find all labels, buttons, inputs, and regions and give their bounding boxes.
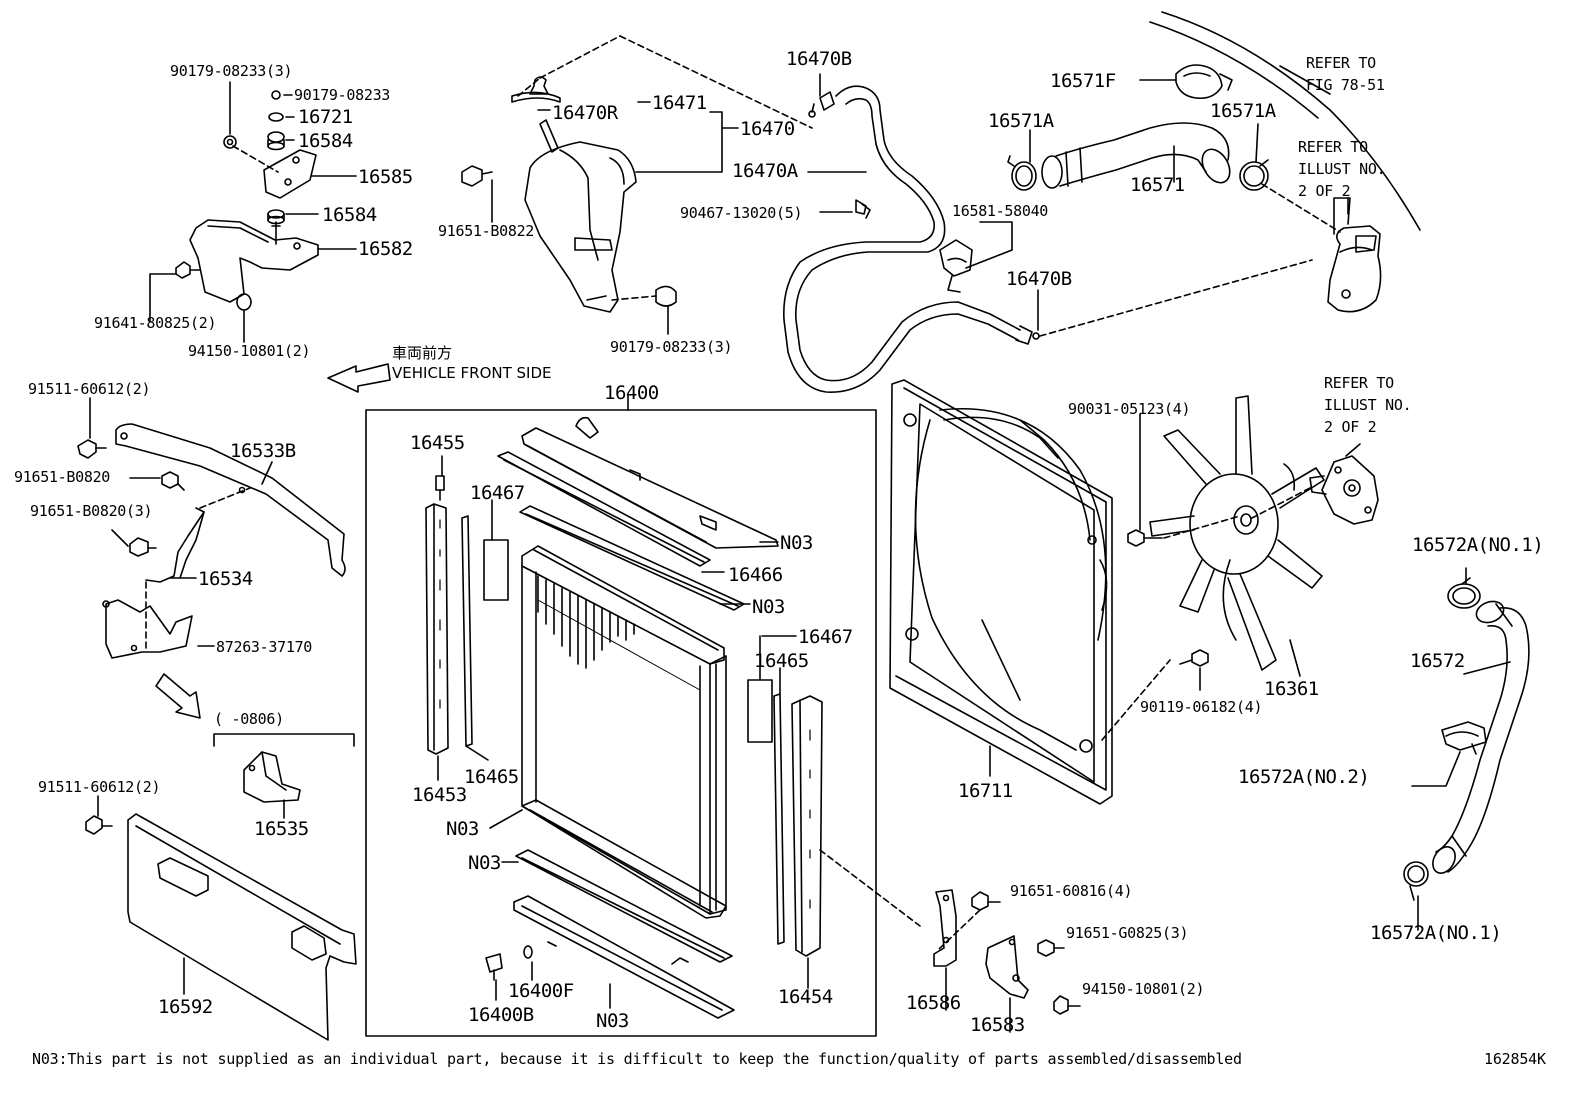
leaders-fan — [1139, 413, 1301, 691]
bracket-16535 — [213, 733, 355, 819]
label-range-0806: ( -0806) — [214, 710, 284, 728]
label-90031-05123: 90031-05123(4) — [1068, 400, 1191, 418]
label-16470B-top: 16470B — [786, 48, 852, 70]
label-16465-left: 16465 — [464, 766, 519, 788]
fan-16361 — [1127, 395, 1379, 671]
label-90179-08233-3-b: 90179-08233(3) — [610, 338, 733, 356]
label-90119-06182: 90119-06182(4) — [1140, 698, 1263, 716]
label-16571: 16571 — [1130, 174, 1185, 196]
front-side-label-en: VEHICLE FRONT SIDE — [392, 364, 552, 382]
lower-hose-16572 — [1403, 577, 1530, 901]
leaders-hose — [807, 73, 1039, 331]
refer-illust-1-line-1: REFER TO — [1298, 138, 1368, 156]
bracket-assembly-16582 — [175, 90, 319, 311]
figure-id: 162854K — [1484, 1050, 1546, 1068]
label-16400B: 16400B — [468, 1004, 534, 1026]
label-90179-08233-3-a: 90179-08233(3) — [170, 62, 293, 80]
label-91651-b0822: 91651-B0822 — [438, 222, 535, 240]
leaders-lower-hose — [1411, 567, 1511, 931]
label-16721: 16721 — [298, 106, 353, 128]
label-90467-13020: 90467-13020(5) — [680, 204, 803, 222]
label-n03-gasket: N03 — [752, 596, 785, 618]
label-16581-58040: 16581-58040 — [952, 202, 1049, 220]
upper-hose-16571 — [1007, 11, 1421, 313]
label-16711: 16711 — [958, 780, 1013, 802]
label-16470: 16470 — [740, 118, 795, 140]
front-side-label-jp: 車両前方 — [392, 344, 453, 362]
label-16584-upper: 16584 — [298, 130, 353, 152]
label-16586: 16586 — [906, 992, 961, 1014]
label-91641-80825: 91641-80825(2) — [94, 314, 217, 332]
radiator-box-16400 — [365, 393, 877, 1037]
label-16582: 16582 — [358, 238, 413, 260]
label-16534: 16534 — [198, 568, 253, 590]
label-n03-lower-tank: N03 — [596, 1010, 629, 1032]
label-87263-37170: 87263-37170 — [216, 638, 313, 656]
label-16572A-no1-top: 16572A(NO.1) — [1412, 534, 1544, 556]
stay-assembly-16533B — [77, 423, 346, 719]
seal-16592 — [85, 813, 357, 1041]
brackets-16586-16583 — [933, 889, 1081, 1015]
label-16471: 16471 — [652, 92, 707, 114]
leaders-top-left — [149, 81, 357, 343]
overflow-hose-16470A — [783, 85, 1313, 393]
label-16470A: 16470A — [732, 160, 798, 182]
label-16533B: 16533B — [230, 440, 296, 462]
label-91651-b0820-3: 91651-B0820(3) — [30, 502, 153, 520]
label-16592: 16592 — [158, 996, 213, 1018]
refer-illust-2-line-3: 2 OF 2 — [1324, 418, 1377, 436]
label-16571F: 16571F — [1050, 70, 1116, 92]
refer-illust-1-line-3: 2 OF 2 — [1298, 182, 1351, 200]
label-16455: 16455 — [410, 432, 465, 454]
refer-illust-1-line-2: ILLUST NO. — [1298, 160, 1386, 178]
label-16467-left: 16467 — [470, 482, 525, 504]
label-16571A-left: 16571A — [988, 110, 1054, 132]
label-16535: 16535 — [254, 818, 309, 840]
footnote-n03: N03:This part is not supplied as an indi… — [32, 1050, 1242, 1068]
fan-shroud-16711 — [889, 379, 1171, 805]
label-91651-g0825: 91651-G0825(3) — [1066, 924, 1189, 942]
label-16571A-right: 16571A — [1210, 100, 1276, 122]
refer-fig-line-2: FIG 78-51 — [1306, 76, 1385, 94]
label-16572A-no2: 16572A(NO.2) — [1238, 766, 1370, 788]
label-16454: 16454 — [778, 986, 833, 1008]
label-16467-right: 16467 — [798, 626, 853, 648]
label-16400: 16400 — [604, 382, 659, 404]
label-16584-lower: 16584 — [322, 204, 377, 226]
front-arrow — [327, 363, 391, 393]
reservoir-tank-16470 — [461, 35, 813, 313]
label-n03-upper-tank: N03 — [780, 532, 813, 554]
label-90179-08233: 90179-08233 — [294, 86, 391, 104]
label-91651-b0820: 91651-B0820 — [14, 468, 111, 486]
label-16470R: 16470R — [552, 102, 618, 124]
refer-illust-2-line-1: REFER TO — [1324, 374, 1394, 392]
leaders-radiator — [437, 455, 809, 1009]
label-n03-lower-header: N03 — [446, 818, 479, 840]
label-91511-60612-b: 91511-60612(2) — [38, 778, 161, 796]
label-16453: 16453 — [412, 784, 467, 806]
label-16470B-mid: 16470B — [1006, 268, 1072, 290]
label-16361: 16361 — [1264, 678, 1319, 700]
label-94150-10801-a: 94150-10801(2) — [188, 342, 311, 360]
label-16583: 16583 — [970, 1014, 1025, 1036]
label-94150-10801-b: 94150-10801(2) — [1082, 980, 1205, 998]
label-n03-lower-gasket: N03 — [468, 852, 501, 874]
leaders-reservoir — [491, 101, 739, 335]
radiator-assembly — [425, 416, 921, 1019]
label-16466: 16466 — [728, 564, 783, 586]
leaders-brackets — [945, 967, 1011, 1033]
refer-illust-2-line-2: ILLUST NO. — [1324, 396, 1412, 414]
label-16572: 16572 — [1410, 650, 1465, 672]
label-16400F: 16400F — [508, 980, 574, 1002]
leaders-upper-hose — [1029, 79, 1349, 215]
leaders-stay — [89, 397, 273, 647]
label-91511-60612-a: 91511-60612(2) — [28, 380, 151, 398]
label-16465-right: 16465 — [754, 650, 809, 672]
label-91651-60816: 91651-60816(4) — [1010, 882, 1133, 900]
label-16572A-no1-bottom: 16572A(NO.1) — [1370, 922, 1502, 944]
label-16585: 16585 — [358, 166, 413, 188]
refer-fig-line-1: REFER TO — [1306, 54, 1376, 72]
